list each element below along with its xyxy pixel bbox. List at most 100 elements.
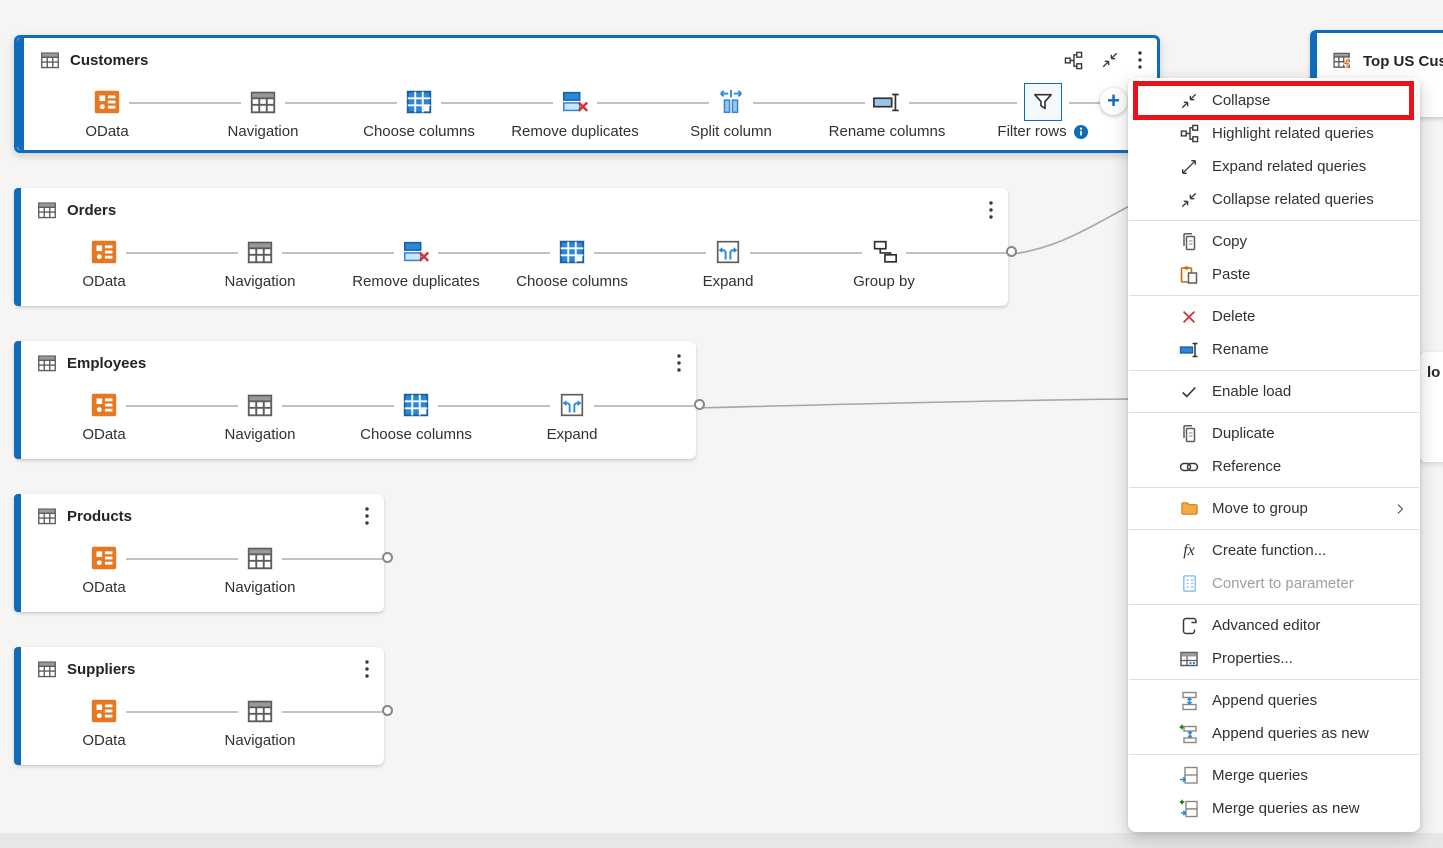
odata-icon <box>82 539 126 577</box>
output-port[interactable] <box>382 552 393 563</box>
more-options-icon[interactable] <box>1137 50 1143 70</box>
step-remove-duplicates[interactable]: Remove duplicates <box>497 83 653 140</box>
fx-icon: fx <box>1183 541 1195 559</box>
step-label: OData <box>82 732 126 749</box>
query-card-employees[interactable]: Employees OData Navigation Choose column… <box>14 341 705 459</box>
remove-duplicates-icon <box>394 233 438 271</box>
scroll-track[interactable] <box>0 833 1443 848</box>
query-card-products[interactable]: Products OData Navigation <box>14 494 393 612</box>
step-navigation[interactable]: Navigation <box>182 539 338 596</box>
step-label: Choose columns <box>363 123 475 140</box>
step-rename-columns[interactable]: Rename columns <box>809 83 965 140</box>
step-navigation[interactable]: Navigation <box>182 692 338 749</box>
menu-item-label: Enable load <box>1212 383 1292 400</box>
step-label: Choose columns <box>516 273 628 290</box>
query-title: Top US Cus <box>1363 52 1443 70</box>
menu-item-highlight-related-queries[interactable]: Highlight related queries <box>1128 117 1420 150</box>
menu-item-copy[interactable]: Copy <box>1128 225 1420 258</box>
query-title: Suppliers <box>67 660 136 678</box>
menu-item-collapse[interactable]: Collapse <box>1128 84 1420 117</box>
output-port[interactable] <box>694 399 705 410</box>
highlight-related-icon[interactable] <box>1064 51 1083 70</box>
output-port[interactable] <box>1006 246 1017 257</box>
query-context-menu: Collapse Highlight related queries Expan… <box>1128 78 1420 832</box>
menu-item-rename[interactable]: Rename <box>1128 333 1420 366</box>
menu-item-label: Merge queries as new <box>1212 800 1360 817</box>
menu-item-append-queries[interactable]: Append queries <box>1128 684 1420 717</box>
card-accent-bar <box>14 341 21 459</box>
more-options-icon[interactable] <box>988 200 994 220</box>
step-expand[interactable]: Expand <box>494 386 650 443</box>
table-icon <box>36 658 58 680</box>
step-label: Rename columns <box>828 123 946 140</box>
menu-item-merge-queries-as-new[interactable]: Merge queries as new <box>1128 792 1420 825</box>
query-title: Orders <box>67 201 117 219</box>
menu-item-delete[interactable]: Delete <box>1128 300 1420 333</box>
output-port[interactable] <box>382 705 393 716</box>
step-navigation[interactable]: Navigation <box>182 233 338 290</box>
menu-item-reference[interactable]: Reference <box>1128 450 1420 483</box>
step-expand[interactable]: Expand <box>650 233 806 290</box>
step-odata[interactable]: OData <box>26 539 182 596</box>
menu-item-convert-to-parameter: Convert to parameter <box>1128 567 1420 600</box>
more-options-icon[interactable] <box>676 353 682 373</box>
menu-item-move-to-group[interactable]: Move to group <box>1128 492 1420 525</box>
query-card-suppliers[interactable]: Suppliers OData Navigation <box>14 647 393 765</box>
duplicate-icon <box>1178 424 1200 444</box>
menu-item-append-queries-as-new[interactable]: Append queries as new <box>1128 717 1420 750</box>
menu-item-label: Advanced editor <box>1212 617 1321 634</box>
query-card-partial[interactable]: lo <box>1420 352 1443 462</box>
step-label: Navigation <box>224 273 296 290</box>
more-options-icon[interactable] <box>364 506 370 526</box>
merge-queries-icon <box>1178 766 1200 786</box>
step-odata[interactable]: OData <box>26 233 182 290</box>
step-label: Expand <box>546 426 598 443</box>
chevron-right-icon <box>1392 501 1408 517</box>
query-card-customers[interactable]: Customers OData Navigation Choose column… <box>14 35 1160 153</box>
step-navigation[interactable]: Navigation <box>182 386 338 443</box>
menu-item-create-function[interactable]: fx Create function... <box>1128 534 1420 567</box>
menu-item-expand-related-queries[interactable]: Expand related queries <box>1128 150 1420 183</box>
menu-separator <box>1129 220 1419 221</box>
menu-item-label: Delete <box>1212 308 1256 325</box>
navigation-icon <box>238 539 282 577</box>
step-choose-columns[interactable]: Choose columns <box>494 233 650 290</box>
menu-item-merge-queries[interactable]: Merge queries <box>1128 759 1420 792</box>
menu-item-properties[interactable]: Properties... <box>1128 642 1420 675</box>
menu-item-paste[interactable]: Paste <box>1128 258 1420 291</box>
step-odata[interactable]: OData <box>26 692 182 749</box>
query-card-orders[interactable]: Orders OData Navigation Remove duplicate… <box>14 188 1017 306</box>
collapse-related-icon <box>1178 191 1200 209</box>
step-label: Expand <box>702 273 754 290</box>
collapse-icon[interactable] <box>1101 51 1119 69</box>
step-split-column[interactable]: Split column <box>653 83 809 140</box>
menu-separator <box>1129 754 1419 755</box>
card-accent-bar <box>14 647 21 765</box>
menu-item-duplicate[interactable]: Duplicate <box>1128 417 1420 450</box>
step-remove-duplicates[interactable]: Remove duplicates <box>338 233 494 290</box>
menu-item-label: Copy <box>1212 233 1248 250</box>
step-choose-columns[interactable]: Choose columns <box>341 83 497 140</box>
menu-item-label: Paste <box>1212 266 1251 283</box>
odata-icon <box>82 233 126 271</box>
menu-item-label: Convert to parameter <box>1212 575 1354 592</box>
step-odata[interactable]: OData <box>26 386 182 443</box>
paste-icon <box>1178 265 1200 285</box>
step-group-by[interactable]: Group by <box>806 233 962 290</box>
query-title: Products <box>67 507 133 525</box>
query-title: Customers <box>70 51 149 69</box>
menu-item-collapse-related-queries[interactable]: Collapse related queries <box>1128 183 1420 216</box>
step-label: Navigation <box>224 426 296 443</box>
menu-item-advanced-editor[interactable]: Advanced editor <box>1128 609 1420 642</box>
add-step-button[interactable]: + <box>1100 88 1127 115</box>
info-icon[interactable] <box>1073 124 1089 140</box>
step-filter-rows[interactable]: Filter rows <box>965 83 1121 140</box>
step-navigation[interactable]: Navigation <box>185 83 341 140</box>
more-options-icon[interactable] <box>364 659 370 679</box>
menu-separator <box>1129 529 1419 530</box>
menu-item-label: Reference <box>1212 458 1282 475</box>
step-odata[interactable]: OData <box>29 83 185 140</box>
menu-item-enable-load[interactable]: Enable load <box>1128 375 1420 408</box>
step-choose-columns[interactable]: Choose columns <box>338 386 494 443</box>
step-label: Choose columns <box>360 426 472 443</box>
